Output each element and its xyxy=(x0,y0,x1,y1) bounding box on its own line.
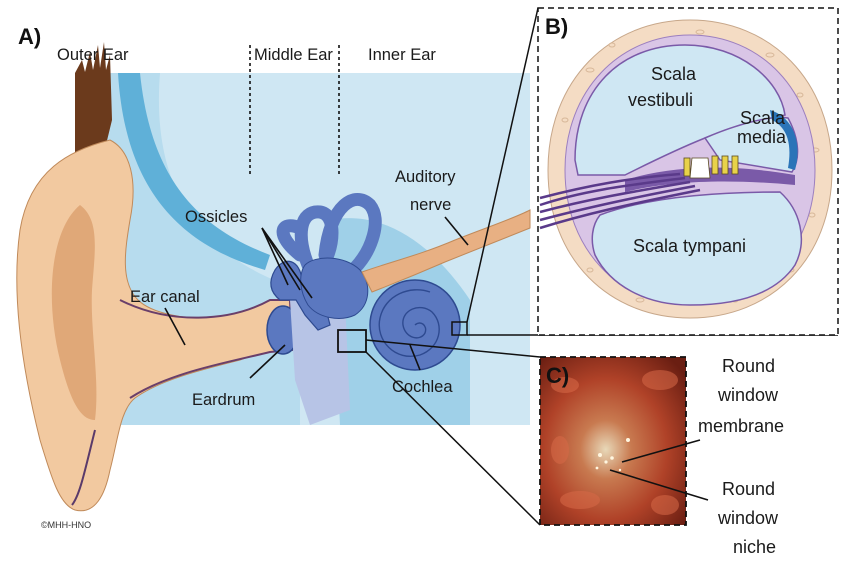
label-scala-media-2: media xyxy=(737,127,787,147)
panel-a: A) Outer Ear Middle Ear Inner Ear Ossicl… xyxy=(17,24,530,530)
label-round-window-niche-2: window xyxy=(717,508,779,528)
region-label-outer-ear: Outer Ear xyxy=(57,46,129,64)
label-round-window-niche-1: Round xyxy=(722,479,775,499)
label-ossicles: Ossicles xyxy=(185,208,247,226)
label-ear-canal: Ear canal xyxy=(130,288,200,306)
label-round-window-membrane-1: Round xyxy=(722,356,775,376)
credit-text: ©MHH-HNO xyxy=(41,520,91,530)
panel-b: B) Scala vestibuli Scala media Scala tym… xyxy=(538,8,838,335)
panel-label-a: A) xyxy=(18,24,41,49)
region-label-middle-ear: Middle Ear xyxy=(254,46,333,64)
label-round-window-membrane-3: membrane xyxy=(698,416,784,436)
label-auditory-nerve-1: Auditory xyxy=(395,168,456,186)
panel-label-c: C) xyxy=(546,363,569,388)
label-scala-vestibuli-1: Scala xyxy=(651,64,697,84)
label-scala-vestibuli-2: vestibuli xyxy=(628,90,693,110)
label-scala-media-1: Scala xyxy=(740,108,786,128)
region-label-inner-ear: Inner Ear xyxy=(368,46,436,64)
panel-c: C) Round window membrane Round window ni… xyxy=(540,356,784,557)
label-eardrum: Eardrum xyxy=(192,391,255,409)
label-scala-tympani: Scala tympani xyxy=(633,236,746,256)
label-round-window-niche-3: niche xyxy=(733,537,776,557)
label-auditory-nerve-2: nerve xyxy=(410,196,451,214)
label-round-window-membrane-2: window xyxy=(717,385,779,405)
panel-label-b: B) xyxy=(545,14,568,39)
